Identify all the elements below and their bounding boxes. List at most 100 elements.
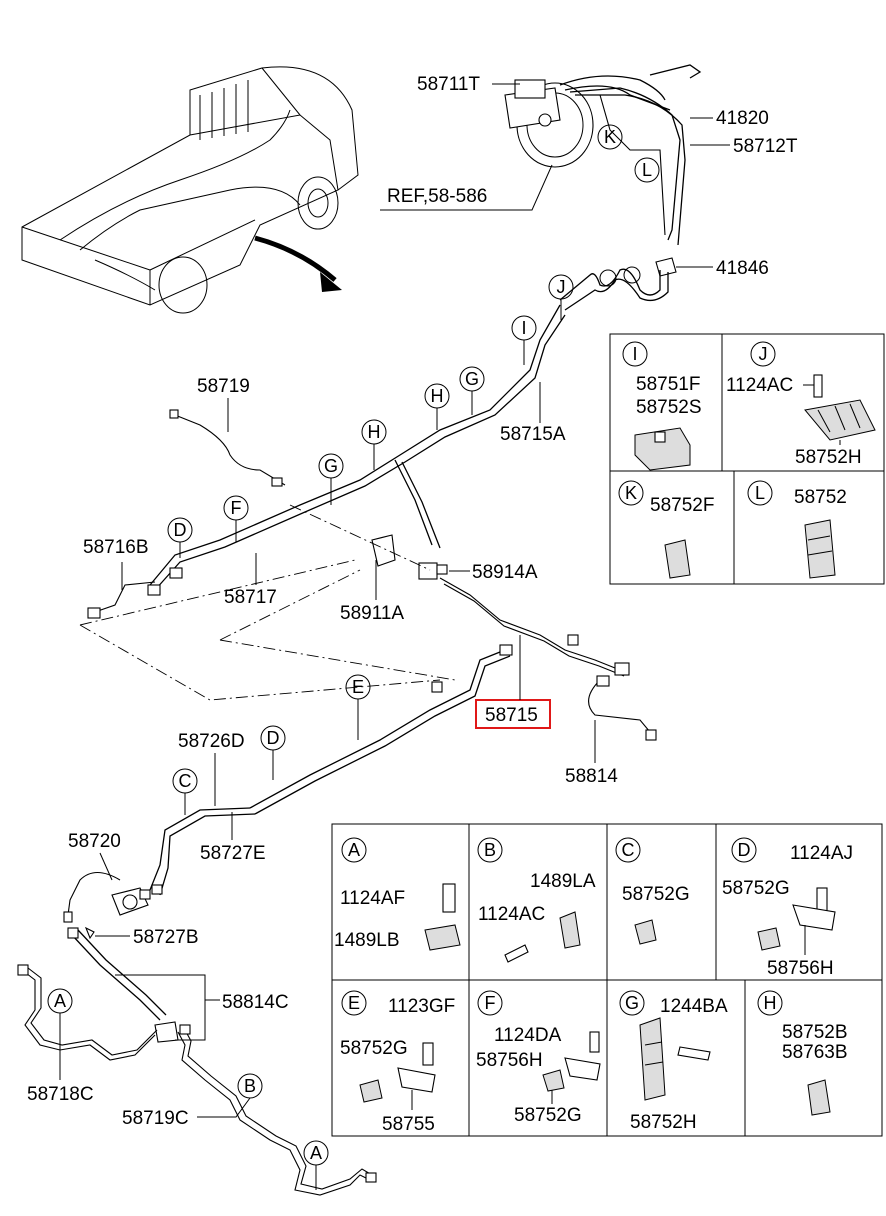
frame-reference-line [79,504,456,701]
callout-I-line: I [511,315,537,341]
svg-text:D: D [174,520,187,540]
bottom-F-part-1: 1124DA [494,1025,562,1046]
bottom-H-part-1: 58752B [782,1022,848,1043]
svg-text:H: H [764,993,777,1013]
bottom-D-part-1: 1124AJ [790,843,853,864]
table-K-part: 58752F [650,495,714,516]
table-J-part-2: 58752H [795,447,862,468]
bottom-table-callout-H: H [757,990,783,1016]
callout-K-top: K [597,124,623,150]
svg-text:E: E [348,993,360,1013]
svg-text:J: J [759,344,768,364]
table-callout-L: L [747,480,773,506]
table-callout-J: J [750,341,776,367]
svg-text:I: I [632,344,637,364]
label-58718C: 58718C [27,1084,94,1105]
rear-axle-lines [17,871,377,1196]
bottom-E-part-1: 1123GF [388,996,455,1017]
callout-H-line-upper: H [424,383,450,409]
bracket-41846 [559,257,677,311]
svg-text:B: B [244,1076,256,1096]
bottom-table-callout-G: G [619,990,645,1016]
bottom-D-part-2: 58752G [722,878,790,899]
svg-text:G: G [324,456,338,476]
callout-F-line: F [223,495,249,521]
label-58720: 58720 [68,831,121,852]
callout-G-line-upper: G [459,366,485,392]
table-L-part: 58752 [794,487,847,508]
svg-text:D: D [267,728,280,748]
label-41846: 41846 [716,258,769,279]
svg-text:L: L [642,160,652,180]
label-58814C: 58814C [222,992,289,1013]
label-58711T: 58711T [417,74,480,95]
label-58719C: 58719C [122,1108,189,1129]
callout-G-line-lower: G [318,453,344,479]
bottom-D-part-3: 58756H [767,958,834,979]
label-58712T: 58712T [733,136,798,157]
main-brake-lines [87,304,657,896]
svg-text:F: F [231,498,242,518]
table-I-part-1: 58751F [636,374,700,395]
svg-text:D: D [738,840,751,860]
svg-text:I: I [521,318,526,338]
label-58911A: 58911A [340,603,404,624]
label-58727B: 58727B [133,927,199,948]
svg-text:L: L [755,483,765,503]
bottom-C-part: 58752G [622,884,690,905]
label-58726D: 58726D [178,731,245,752]
label-ref-58-586: REF,58-586 [387,186,487,207]
label-58715A: 58715A [500,424,566,445]
label-58717: 58717 [224,587,277,608]
svg-text:J: J [557,277,566,297]
svg-text:E: E [352,677,364,697]
bottom-B-part-2: 1124AC [478,904,545,925]
label-58719: 58719 [197,376,250,397]
label-58716B: 58716B [83,537,149,558]
table-J-part-1: 1124AC [726,375,793,396]
bottom-E-part-3: 58755 [382,1114,435,1135]
svg-text:K: K [604,127,616,147]
master-cylinder-assembly [504,64,702,246]
bottom-F-part-2: 58756H [476,1050,543,1071]
svg-text:A: A [54,991,66,1011]
callout-D-line-upper: D [167,517,193,543]
callout-B-rear: B [237,1073,263,1099]
svg-text:H: H [368,422,381,442]
table-callout-I: I [622,341,648,367]
bottom-A-part-2: 1489LB [334,930,400,951]
svg-text:C: C [622,840,635,860]
svg-text:C: C [179,771,192,791]
bottom-G-part-1: 1244BA [660,996,728,1017]
callout-J-line: J [548,274,574,300]
callout-H-line-lower: H [361,419,387,445]
label-58727E: 58727E [200,843,266,864]
callout-A-rear-left: A [47,988,73,1014]
callout-D-line-lower: D [260,725,286,751]
label-58914A: 58914A [472,562,538,583]
bottom-table-callout-B: B [477,837,503,863]
table-callout-K: K [618,480,644,506]
callout-A-rear-right: A [303,1140,329,1166]
svg-text:G: G [465,369,479,389]
label-41820: 41820 [716,108,769,129]
table-I-part-2: 58752S [636,397,702,418]
bottom-table-callout-A: A [341,837,367,863]
truck-illustration [21,66,359,314]
label-58814: 58814 [565,766,618,787]
highlight-58715 [475,699,551,729]
svg-text:A: A [310,1143,322,1163]
bottom-table-callout-C: C [615,837,641,863]
bottom-A-part-1: 1124AF [340,888,405,909]
svg-text:F: F [485,993,496,1013]
bottom-table-callout-E: E [341,990,367,1016]
svg-text:A: A [348,840,360,860]
svg-text:H: H [431,386,444,406]
bottom-B-part-1: 1489LA [530,871,596,892]
callout-E-line: E [345,674,371,700]
bottom-E-part-2: 58752G [340,1038,408,1059]
bottom-table-callout-F: F [477,990,503,1016]
bottom-H-part-2: 58763B [782,1042,848,1063]
